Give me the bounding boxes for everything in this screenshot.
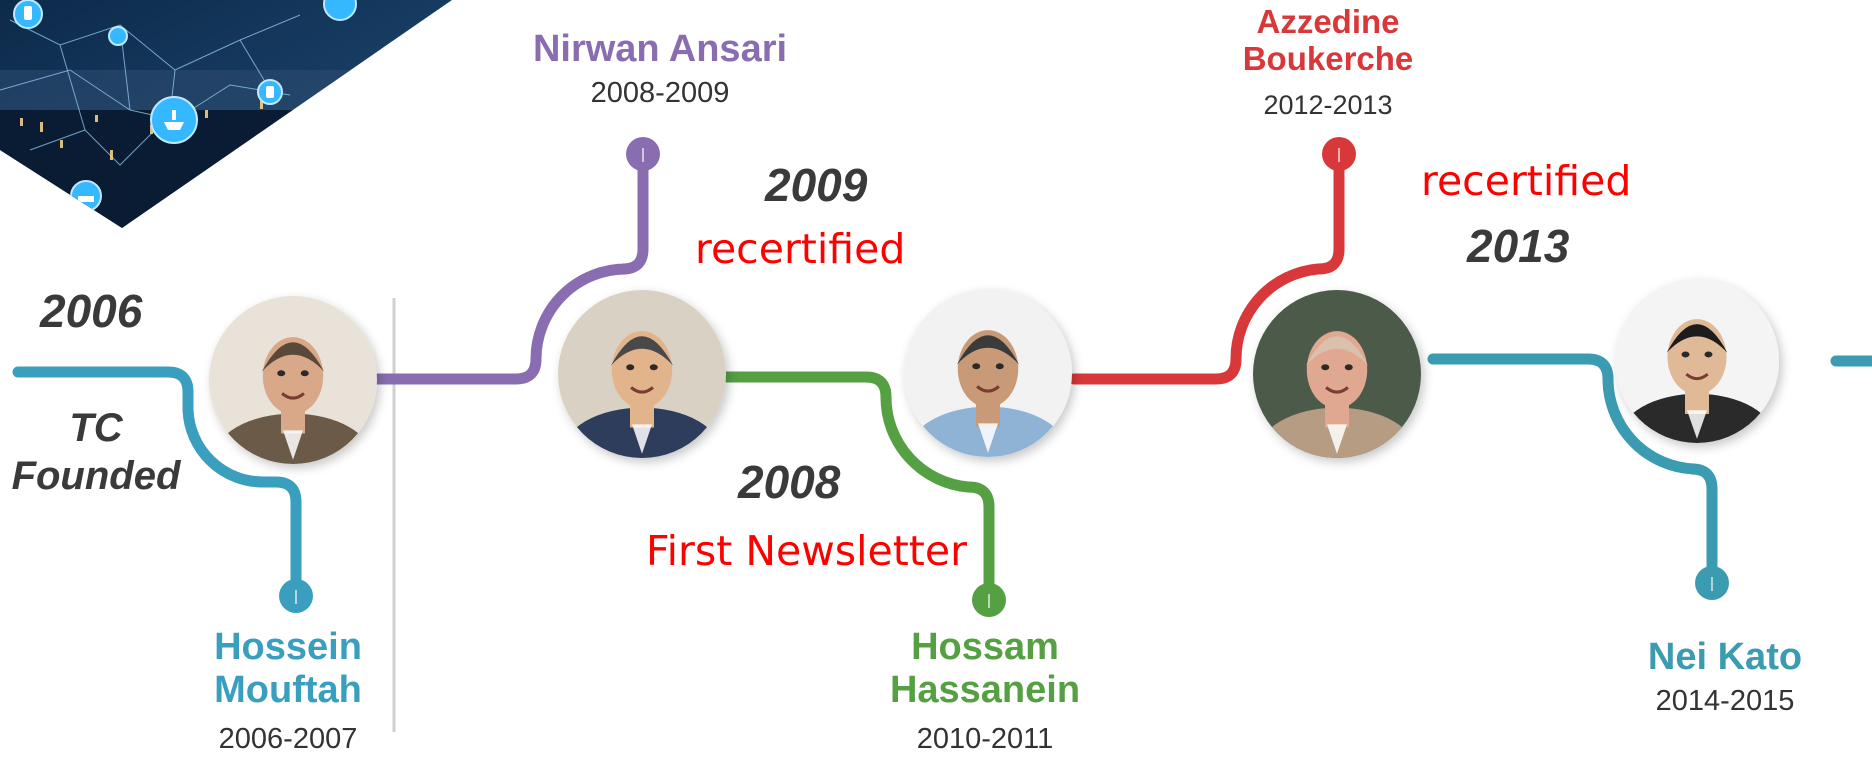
chair-name-line: Nirwan Ansari (532, 28, 788, 70)
recertified-2009-label: recertified (695, 225, 906, 273)
chair-name-boukerche: Azzedine Boukerche (1208, 3, 1448, 78)
chair-term-kato: 2014-2015 (1655, 685, 1795, 717)
portrait-collar (632, 424, 652, 454)
timeline-track-mouftah (12, 366, 302, 599)
portrait-eye-left (277, 370, 286, 377)
portrait-smile (1685, 372, 1709, 381)
chair-name-ansari: Nirwan Ansari (510, 28, 810, 71)
portrait-eye-left (972, 363, 981, 370)
person-portrait-icon (562, 331, 722, 458)
tc-founded-label: TC Founded (6, 404, 186, 500)
chair-name-line: Azzedine (1256, 3, 1400, 40)
chair-name-kato: Nei Kato (1600, 636, 1850, 679)
first-newsletter-label: First Newsletter (646, 527, 967, 575)
portrait-eye-left (626, 364, 635, 371)
tc-founded-line2: Founded (11, 454, 181, 498)
chair-name-line: Hossein (214, 626, 362, 668)
portrait-eye-right (300, 370, 309, 377)
portrait-eye-right (649, 364, 658, 371)
timeline-track-hassanein (720, 371, 995, 603)
timeline-track-ansari (372, 151, 649, 385)
portrait-collar (978, 423, 998, 453)
portrait-eye-left (1321, 364, 1330, 371)
milestone-year-2009: 2009 (765, 159, 868, 211)
milestone-year-2006: 2006 (40, 285, 143, 337)
chair-photo-ansari (558, 290, 726, 458)
portrait-hair (956, 335, 1020, 365)
portrait-hair (1666, 324, 1728, 353)
milestone-year-2013: 2013 (1467, 220, 1570, 272)
chair-name-line: Boukerche (1242, 39, 1414, 77)
portrait-smile (976, 385, 1000, 393)
chair-term-hassanein: 2010-2011 (916, 723, 1054, 755)
portrait-eye-right (1344, 364, 1353, 371)
chair-term-mouftah: 2006-2007 (218, 723, 358, 755)
portrait-collar (283, 430, 303, 460)
timeline-track-kato (1427, 353, 1718, 586)
recertified-2013-label: recertified (1421, 157, 1632, 205)
chair-photo-kato (1615, 279, 1779, 443)
portrait-eye-right (1704, 351, 1713, 358)
chair-photo-hassanein (904, 289, 1072, 457)
portrait-eye-right (995, 363, 1004, 370)
chair-photo-boukerche (1253, 290, 1421, 458)
chair-name-line: Nei Kato (1647, 636, 1803, 678)
chair-term-ansari: 2008-2009 (590, 77, 730, 109)
person-portrait-icon (1257, 331, 1417, 458)
chair-term-boukerche: 2012-2013 (1263, 90, 1393, 120)
chair-photo-mouftah (209, 296, 377, 464)
portrait-hair (1305, 336, 1369, 366)
portrait-eye-left (1681, 351, 1690, 358)
person-portrait-icon (1619, 319, 1775, 443)
tc-founded-line1: TC (69, 406, 123, 450)
chair-name-hassanein: Hossam Hassanein (860, 626, 1110, 711)
portrait-smile (281, 392, 305, 400)
smart-city-network-icon (0, 0, 452, 228)
person-portrait-icon (908, 330, 1068, 457)
chair-name-line: Hossam (911, 626, 1059, 668)
portrait-collar (1687, 410, 1707, 439)
timeline-track-boukerche (1068, 151, 1345, 385)
chair-name-line: Mouftah (214, 668, 362, 711)
portrait-collar (1327, 424, 1347, 454)
chair-name-mouftah: Hossein Mouftah (188, 626, 388, 711)
portrait-hair (610, 336, 674, 366)
portrait-smile (630, 386, 654, 394)
milestone-year-2008: 2008 (738, 456, 841, 508)
portrait-hair (261, 342, 325, 372)
person-portrait-icon (213, 337, 373, 464)
portrait-smile (1325, 386, 1349, 394)
chair-name-line: Hassanein (889, 668, 1081, 711)
